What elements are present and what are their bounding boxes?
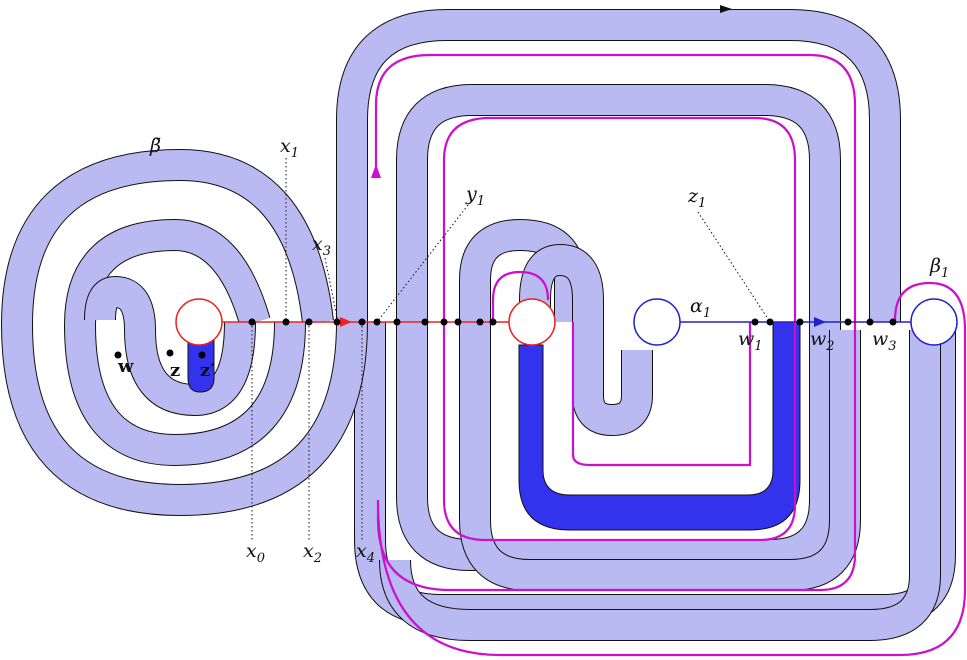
red-circle-right [508, 298, 556, 346]
leader-y1 [376, 204, 469, 323]
band-layer [1, 9, 956, 641]
spiral-outer-fill [2, 150, 367, 515]
dark-blue-small-domain [187, 339, 215, 393]
dot [889, 318, 897, 326]
dot [766, 318, 774, 326]
spiral-mid-fill [65, 220, 305, 465]
dot [333, 318, 341, 326]
dot [476, 318, 484, 326]
basepoint-w-dot [114, 351, 122, 359]
label-x1: x1 [280, 135, 299, 161]
red-arrowhead [340, 317, 352, 327]
dot [393, 318, 401, 326]
intersection-points [114, 318, 897, 359]
second-band-fill [397, 85, 840, 570]
label-x3: x3 [312, 233, 331, 259]
blue-arrowhead [814, 317, 826, 327]
magenta-arrowhead [371, 164, 381, 178]
blue-circle-alpha [633, 298, 681, 346]
label-alpha1: α1 [690, 295, 711, 321]
spiral-inner-fill [85, 277, 255, 415]
label-x0: x0 [246, 540, 265, 566]
snake-band-fill [520, 245, 652, 435]
label-x4: x4 [356, 540, 375, 566]
label-basepoint-w: w [117, 356, 134, 377]
magenta-curve-4 [571, 322, 752, 467]
dotted-leaders [251, 158, 771, 540]
dot [796, 318, 804, 326]
blue-circle-beta [910, 298, 958, 346]
dot [421, 318, 429, 326]
label-basepoint-zprime: z′ [200, 360, 215, 381]
label-w3: w3 [872, 328, 897, 354]
basepoint-zprime-dot [198, 351, 206, 359]
leader-x3 [324, 257, 339, 323]
attaching-circles [175, 298, 958, 346]
label-x2: x2 [303, 540, 322, 566]
magenta-curve-3 [491, 270, 550, 322]
label-beta-tilde: β̃ [149, 135, 161, 157]
dot [440, 318, 448, 326]
basepoint-z-dot [166, 349, 174, 357]
dot [358, 318, 366, 326]
dot [248, 318, 256, 326]
labels: β̃ x1 x3 y1 z1 β1 α1 w1 w2 w3 x0 x2 x4 w… [117, 135, 949, 566]
dot [844, 318, 852, 326]
label-y1: y1 [465, 183, 485, 209]
magenta-curve-1 [374, 53, 967, 657]
label-basepoint-z: z [170, 360, 180, 381]
label-z1: z1 [687, 185, 706, 211]
label-beta1: β1 [929, 255, 949, 281]
dark-blue-domains [187, 321, 801, 531]
magenta-curve-2 [442, 116, 797, 542]
right-band-fill [380, 330, 940, 640]
dot [751, 318, 759, 326]
dot [305, 318, 313, 326]
dot [373, 318, 381, 326]
dark-blue-u-domain [518, 321, 801, 531]
magenta-curves [374, 53, 967, 657]
dot [282, 318, 290, 326]
dot [489, 318, 497, 326]
label-w2: w2 [810, 328, 835, 354]
red-circle-left [175, 298, 223, 346]
top-arrowhead [720, 5, 732, 13]
dot [454, 318, 462, 326]
dot [866, 318, 874, 326]
label-w1: w1 [738, 328, 763, 354]
